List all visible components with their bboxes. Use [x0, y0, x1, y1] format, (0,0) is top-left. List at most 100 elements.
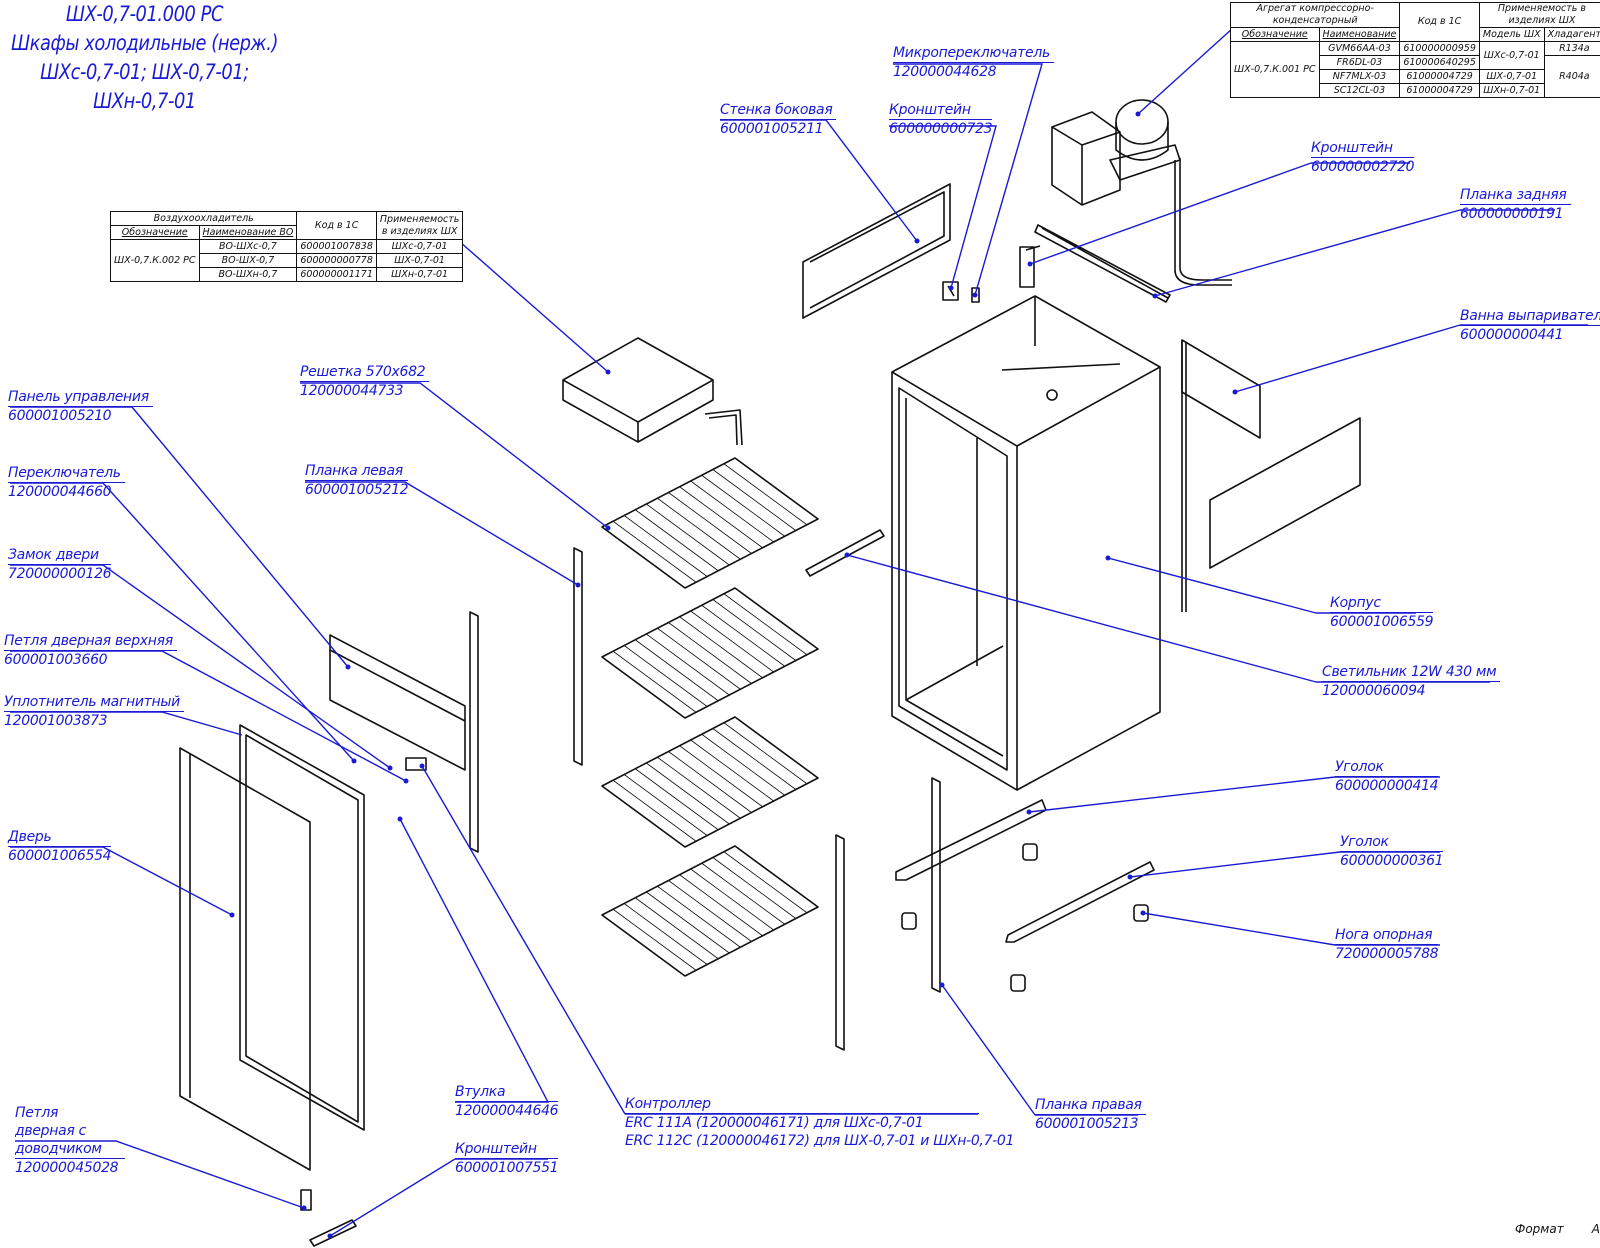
callout-code: 600001003660: [4, 652, 108, 668]
compressor-refrigerant: R404a: [1543, 55, 1600, 98]
air-cooler-part: [562, 337, 743, 446]
leader-dots: [229, 111, 1238, 1239]
air-cooler-name: ВО-ШХс-0,7: [198, 239, 298, 254]
callout-code: 600001006554: [8, 848, 112, 864]
bracket-723-part: [942, 281, 959, 301]
controller-variant-1: ERC 111A (120000046171) для ШХс-0,7-01: [625, 1115, 924, 1131]
callout-name: Решетка 570х682: [300, 363, 430, 382]
door-part: [179, 747, 311, 1171]
callout-name: Кронштейн: [1311, 139, 1415, 158]
title-designation: ШХ-0,7-01.000 РС: [65, 2, 224, 26]
callout-name: Планка левая: [305, 462, 409, 481]
callout-code: 600000000414: [1335, 778, 1439, 794]
air-cooler-usage: ШХс-0,7-01: [375, 239, 464, 254]
compressor-table-col-model: Модель ШХ: [1478, 27, 1545, 42]
callout-name: Корпус: [1330, 594, 1434, 613]
compressor-table-col-designation: Обозначение: [1230, 27, 1320, 42]
compressor-table-col-refrigerant: Хладагент: [1543, 27, 1600, 42]
controller-part: [405, 757, 427, 771]
left-strip-part: [573, 547, 583, 766]
callout-name: Стенка боковая: [720, 101, 837, 120]
compressor-table: Агрегат компрессорно-конденсаторный Код …: [1229, 2, 1600, 98]
callout-name: Контроллер: [625, 1095, 979, 1114]
corner-414-part: [895, 799, 1047, 881]
callout-code: 600001006559: [1330, 614, 1434, 630]
bracket-2720-part: [1019, 245, 1041, 288]
compressor-unit-part: [1051, 99, 1232, 286]
compressor-table-group-header: Агрегат компрессорно-конденсаторный: [1229, 2, 1401, 28]
air-cooler-col-name: Наименование ВО: [198, 225, 298, 240]
rear-strip-part: [1034, 224, 1171, 303]
air-cooler-code: 600001007838: [296, 239, 377, 254]
magnetic-gasket-part: [239, 724, 365, 1131]
callout-code: 720000005788: [1335, 946, 1439, 962]
callout-code: 120000044660: [8, 484, 112, 500]
callout-code: 120001003873: [4, 713, 108, 729]
table-row: NF7MLX-03 61000004729 ШХ-0,7-01: [1231, 69, 1600, 84]
air-cooler-designation: ШХ-0,7.К.002 РС: [110, 239, 200, 282]
compressor-table-col-name: Наименование: [1318, 27, 1401, 42]
corner-361-part: [1005, 861, 1155, 943]
compressor-code: 61000004729: [1399, 69, 1480, 84]
leader-lines: [10, 27, 1588, 1237]
format-value: A2: [1591, 1222, 1600, 1236]
callout-code: 120000044733: [300, 383, 404, 399]
callout-code: 600001005211: [720, 121, 824, 137]
format-label: Формат: [1515, 1222, 1564, 1236]
air-cooler-col-designation: Обозначение: [110, 225, 200, 240]
callout-code: 600000000723: [889, 121, 993, 137]
bracket-7551-part: [309, 1219, 357, 1247]
callout-code: 600001005212: [305, 482, 409, 498]
compressor-table-usage-header: Применяемость в изделиях ШХ: [1478, 2, 1600, 28]
callout-name: Планка задняя: [1460, 186, 1571, 205]
callout-name: Панель управления: [8, 388, 153, 407]
air-cooler-code-header: Код в 1С: [296, 211, 377, 240]
callout-code: 120000044628: [893, 64, 997, 80]
callout-controller: Контроллер ERC 111A (120000046171) для Ш…: [625, 1095, 1014, 1150]
compressor-code: 61000004729: [1399, 83, 1480, 98]
callout-code: 600000000441: [1460, 327, 1564, 343]
sheet-format: Формат A2: [1515, 1222, 1600, 1236]
right-strip-part: [931, 777, 941, 993]
callout-code: 600000000191: [1460, 206, 1564, 222]
callout-code: 120000045028: [15, 1160, 119, 1176]
table-row: ШХ-0,7.К.002 РС ВО-ШХс-0,7 600001007838 …: [110, 239, 464, 282]
compressor-name: FR6DL-03: [1318, 55, 1401, 70]
callout-name: Петля дверная верхняя: [4, 632, 177, 651]
controller-variant-2: ERC 112C (120000046172) для ШХ-0,7-01 и …: [625, 1133, 1015, 1149]
compressor-name: NF7MLX-03: [1318, 69, 1401, 84]
callout-name: Уплотнитель магнитный: [4, 693, 184, 712]
callout-name: Планка правая: [1035, 1096, 1146, 1115]
table-row: SC12CL-03 61000004729 ШХн-0,7-01: [1231, 83, 1600, 98]
air-cooler-usage: ШХн-0,7-01: [375, 267, 464, 282]
callout-name: Уголок: [1340, 833, 1444, 852]
callout-name: Уголок: [1335, 758, 1439, 777]
callout-code: 720000000126: [8, 566, 112, 582]
callout-name: Кронштейн: [455, 1140, 559, 1159]
air-cooler-code: 600000000778: [296, 253, 377, 268]
callout-name: Петля дверная с доводчиком: [15, 1104, 125, 1159]
compressor-model: ШХс-0,7-01: [1478, 41, 1545, 70]
left-rail-part: [469, 611, 479, 853]
callout-code: 600001007551: [455, 1160, 559, 1176]
